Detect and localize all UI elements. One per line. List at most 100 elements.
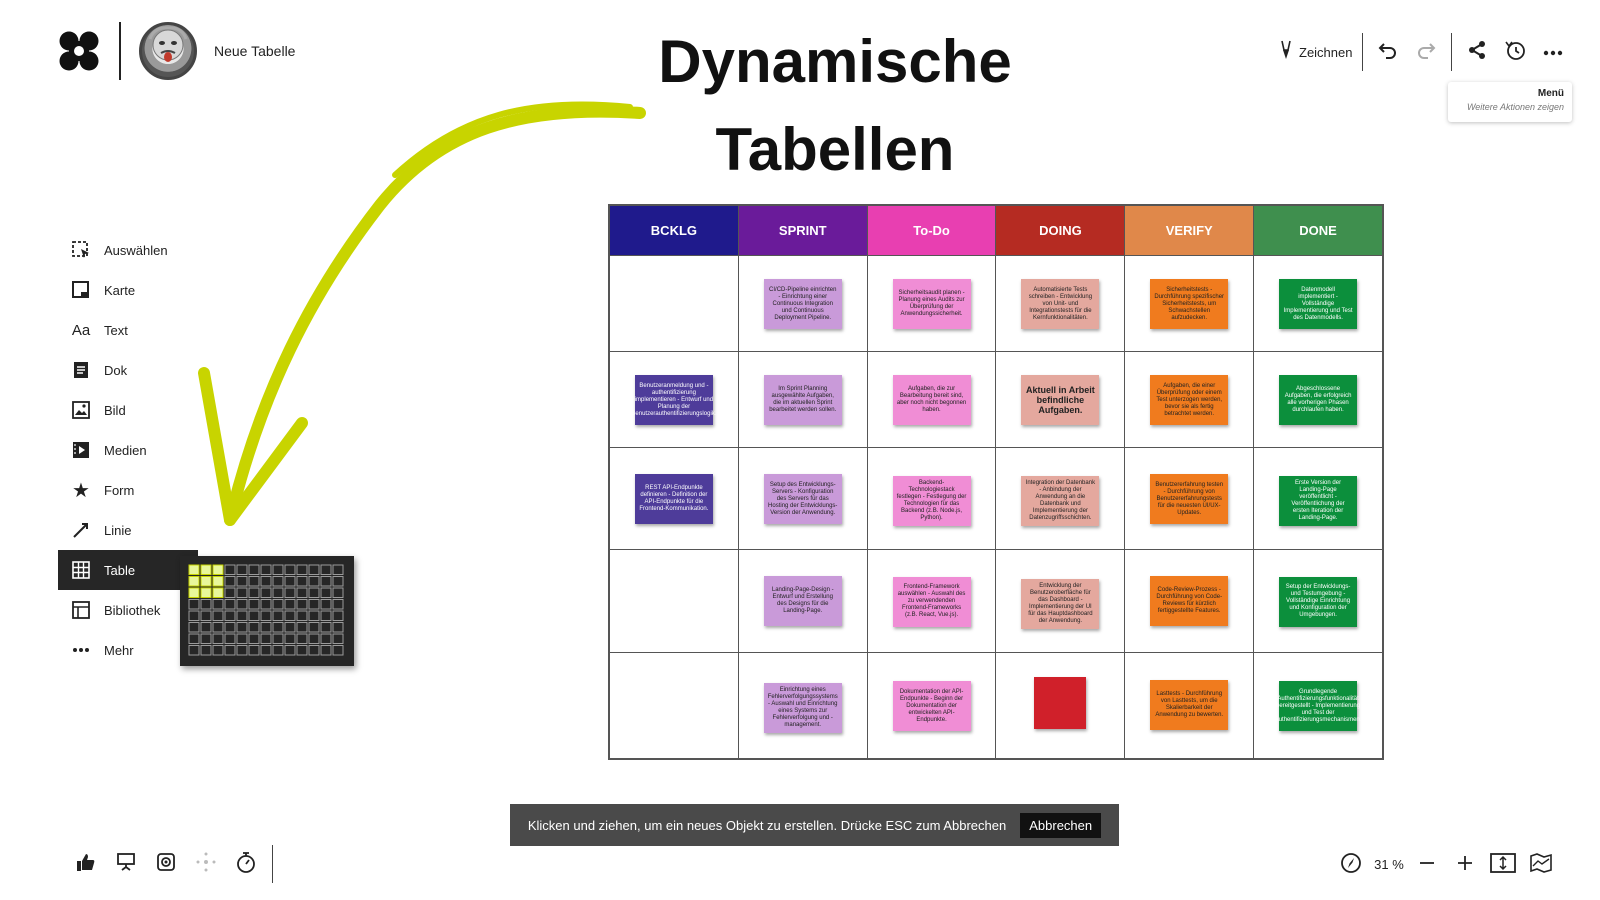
table-size-cell[interactable] [224, 587, 236, 598]
table-size-cell[interactable] [272, 587, 284, 598]
table-size-cell[interactable] [320, 645, 332, 656]
table-size-cell[interactable] [320, 633, 332, 644]
table-size-cell[interactable] [212, 610, 224, 621]
zoom-level[interactable]: 31 % [1374, 856, 1404, 872]
document-title[interactable]: Neue Tabelle [214, 43, 296, 59]
table-cell[interactable]: Grundlegende Authentifizierungsfunktiona… [1253, 651, 1383, 760]
table-size-cell[interactable] [212, 633, 224, 644]
sticky-card[interactable]: Code-Review-Prozess - Durchführung von C… [1150, 576, 1229, 627]
undo-button[interactable] [1373, 36, 1403, 68]
sticky-card[interactable]: Im Sprint Planning ausgewählte Aufgaben,… [763, 374, 842, 425]
table-cell[interactable]: Datenmodell implementiert - Vollständige… [1253, 254, 1383, 353]
table-size-cell[interactable] [224, 645, 236, 656]
table-cell[interactable]: Dokumentation der API-Endpunkte - Beginn… [866, 651, 997, 760]
table-cell[interactable]: Benutzererfahrung testen - Durchführung … [1124, 447, 1255, 551]
table-size-cell[interactable] [296, 633, 308, 644]
table-cell[interactable]: Setup der Entwicklungs- und Testumgebung… [1253, 549, 1383, 653]
table-size-cell[interactable] [296, 599, 308, 610]
table-size-cell[interactable] [248, 610, 260, 621]
table-size-cell[interactable] [212, 564, 224, 575]
table-size-cell[interactable] [308, 610, 320, 621]
table-cell[interactable]: Entwicklung der Benutzeroberfläche für d… [995, 549, 1126, 653]
sticky-card[interactable]: Setup der Entwicklungs- und Testumgebung… [1279, 576, 1358, 627]
sticky-card[interactable]: Lasttests - Durchführung von Lasttests, … [1150, 680, 1229, 731]
table-size-cell[interactable] [260, 587, 272, 598]
table-size-cell[interactable] [188, 633, 200, 644]
table-size-cell[interactable] [188, 610, 200, 621]
table-size-cell[interactable] [296, 610, 308, 621]
table-size-cell[interactable] [272, 576, 284, 587]
tool-more[interactable]: Mehr [58, 630, 198, 670]
table-size-cell[interactable] [320, 576, 332, 587]
table-size-cell[interactable] [320, 610, 332, 621]
sticky-card[interactable]: Einrichtung eines Fehlerverfolgungssyste… [763, 682, 842, 733]
sticky-card[interactable]: Aktuell in Arbeit befindliche Aufgaben. [1021, 374, 1100, 425]
tool-line[interactable]: Linie [58, 510, 198, 550]
table-cell[interactable]: Lasttests - Durchführung von Lasttests, … [1124, 651, 1255, 760]
tool-document[interactable]: Dok [58, 350, 198, 390]
table-size-cell[interactable] [248, 633, 260, 644]
sticky-card[interactable] [1034, 676, 1087, 729]
sticky-card[interactable]: Dokumentation der API-Endpunkte - Beginn… [892, 681, 971, 732]
focus-button[interactable] [146, 847, 186, 881]
table-size-cell[interactable] [200, 599, 212, 610]
sticky-card[interactable]: REST API-Endpunkte definieren - Definiti… [634, 473, 713, 524]
table-cell[interactable]: Aufgaben, die einer Überprüfung oder ein… [1124, 351, 1255, 449]
table-size-cell[interactable] [272, 610, 284, 621]
table-cell[interactable]: Sicherheitstests - Durchführung spezifis… [1124, 254, 1255, 353]
sticky-card[interactable]: Erste Version der Landing-Page veröffent… [1279, 476, 1358, 527]
share-button[interactable] [1462, 36, 1492, 68]
table-size-cell[interactable] [248, 576, 260, 587]
table-size-cell[interactable] [332, 576, 344, 587]
tool-table[interactable]: Table [58, 550, 198, 590]
table-cell[interactable]: Backend-Technologiestack festlegen - Fes… [866, 447, 997, 551]
table-cell[interactable]: Code-Review-Prozess - Durchführung von C… [1124, 549, 1255, 653]
table-cell[interactable]: Landing-Page-Design - Entwurf und Erstel… [737, 549, 868, 653]
sticky-card[interactable]: Backend-Technologiestack festlegen - Fes… [892, 476, 971, 527]
tool-shape[interactable]: ★ Form [58, 470, 198, 510]
table-size-cell[interactable] [332, 645, 344, 656]
table-size-cell[interactable] [308, 645, 320, 656]
table-size-cell[interactable] [284, 599, 296, 610]
history-button[interactable] [1500, 36, 1530, 68]
menu-button[interactable] [1538, 36, 1568, 68]
table-size-cell[interactable] [260, 599, 272, 610]
column-header[interactable]: DOING [995, 205, 1126, 256]
table-size-cell[interactable] [200, 576, 212, 587]
table-size-cell[interactable] [284, 622, 296, 633]
tool-text[interactable]: Aa Text [58, 310, 198, 350]
table-size-cell[interactable] [236, 599, 248, 610]
tool-card[interactable]: Karte [58, 270, 198, 310]
tool-select[interactable]: Auswählen [58, 230, 198, 270]
table-cell[interactable]: Im Sprint Planning ausgewählte Aufgaben,… [737, 351, 868, 449]
timer-button[interactable] [226, 847, 266, 881]
sticky-card[interactable]: Grundlegende Authentifizierungsfunktiona… [1275, 681, 1361, 732]
table-size-cell[interactable] [248, 645, 260, 656]
table-size-cell[interactable] [212, 622, 224, 633]
sticky-card[interactable]: Aufgaben, die zur Bearbeitung bereit sin… [892, 374, 971, 425]
like-button[interactable] [66, 847, 106, 881]
table-size-cell[interactable] [260, 633, 272, 644]
sticky-card[interactable]: Entwicklung der Benutzeroberfläche für d… [1021, 578, 1100, 629]
table-size-cell[interactable] [284, 645, 296, 656]
column-header[interactable]: BCKLG [609, 205, 739, 256]
table-cell[interactable] [995, 651, 1126, 760]
table-size-cell[interactable] [320, 587, 332, 598]
tool-image[interactable]: Bild [58, 390, 198, 430]
table-size-cell[interactable] [272, 633, 284, 644]
table-cell[interactable]: Sicherheitsaudit planen - Planung eines … [866, 254, 997, 353]
table-size-cell[interactable] [260, 610, 272, 621]
table-size-cell[interactable] [284, 576, 296, 587]
table-size-cell[interactable] [308, 599, 320, 610]
table-size-cell[interactable] [188, 576, 200, 587]
sticky-card[interactable]: Sicherheitstests - Durchführung spezifis… [1150, 279, 1229, 330]
redo-button[interactable] [1411, 36, 1441, 68]
table-size-cell[interactable] [224, 564, 236, 575]
table-size-cell[interactable] [212, 576, 224, 587]
sticky-card[interactable]: Datenmodell implementiert - Vollständige… [1279, 279, 1358, 330]
table-size-cell[interactable] [296, 622, 308, 633]
draw-button[interactable]: Zeichnen [1279, 36, 1352, 68]
table-cell[interactable]: Setup des Entwicklungs-Servers - Konfigu… [737, 447, 868, 551]
table-size-cell[interactable] [188, 645, 200, 656]
